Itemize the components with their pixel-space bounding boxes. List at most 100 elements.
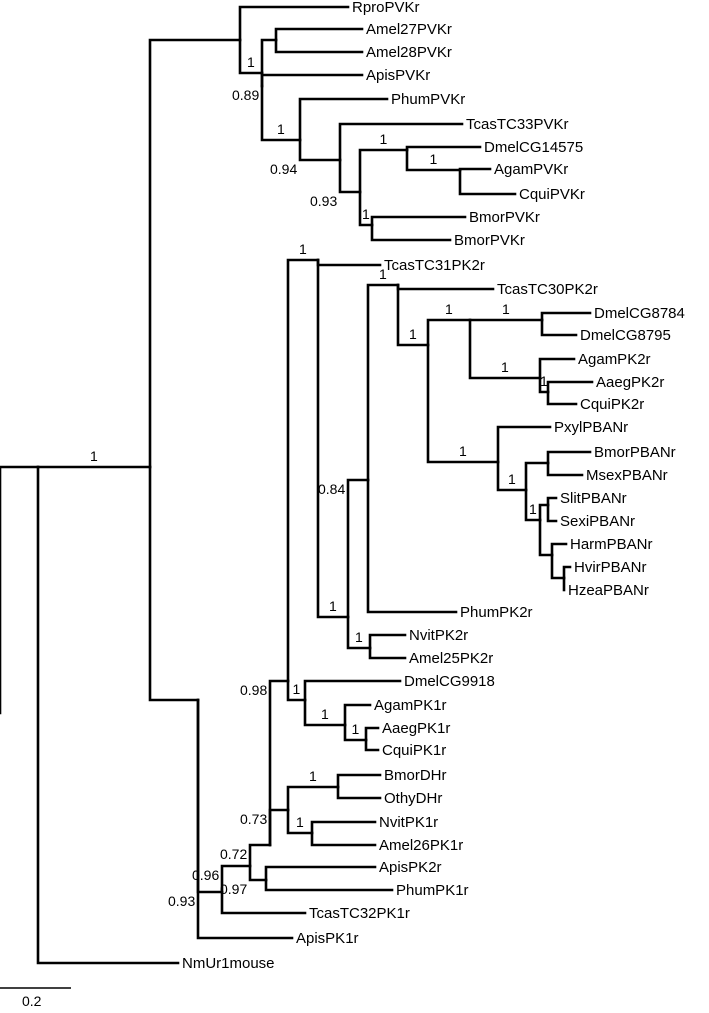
taxon-label-bmor-pvkr: BmorPVKr (469, 209, 540, 226)
taxon-label-msex-pbanr: MsexPBANr (586, 467, 668, 484)
branch-n1 (0, 465, 40, 715)
branch-phumpk1r (264, 878, 394, 892)
branch-bmorpvkr2 (370, 223, 452, 242)
support-value: 1 (309, 768, 317, 784)
branch-hym (346, 615, 372, 650)
support-value: 1 (459, 443, 467, 459)
branch-pvk4 (260, 84, 302, 142)
support-value: 0.94 (270, 161, 297, 177)
taxon-label-aaeg-pk1r: AaegPK1r (382, 720, 450, 737)
branch-helio2 (550, 553, 566, 580)
taxon-label-sexi-pbanr: SexiPBANr (560, 513, 635, 530)
branch-dmelcg14575 (405, 145, 482, 152)
taxon-label-amel27-pvkr: Amel27PVKr (366, 21, 452, 38)
branch-agampk1r (343, 703, 372, 727)
branch-rpropvkr (238, 5, 350, 42)
branch-pk_b (220, 864, 252, 894)
branch-apispk2r (264, 865, 377, 882)
support-value: 1 (299, 241, 307, 257)
branch-bm2 (524, 461, 550, 492)
branch-dmelcg8795 (540, 318, 578, 337)
support-value: 1 (329, 598, 337, 614)
branch-pk2_all (286, 258, 320, 683)
taxon-label-nm-ur1mouse: NmUr1mouse (182, 955, 275, 972)
taxon-label-cqui-pk1r: CquiPK1r (382, 742, 446, 759)
branch-tcastc30pk2r (396, 283, 495, 291)
branch-hvirpbanr (562, 565, 572, 580)
support-value: 1 (380, 131, 388, 147)
branch-helio (538, 518, 554, 557)
support-value: 0.89 (232, 87, 259, 103)
taxon-label-apis-pk2r: ApisPK2r (379, 859, 442, 876)
support-value: 1 (430, 151, 438, 167)
taxon-label-dmel-cg9918: DmelCG9918 (404, 673, 495, 690)
taxon-label-bmor-dhr: BmorDHr (384, 767, 447, 784)
support-value: 1 (508, 471, 516, 487)
branch-cquipk1r (364, 738, 380, 752)
branch-dip3 (286, 679, 307, 702)
branch-lep3 (286, 785, 340, 812)
branch-mos (405, 148, 462, 172)
taxon-label-tcas-tc30-pk2r: TcasTC30PK2r (497, 281, 598, 298)
support-value: 1 (529, 501, 537, 517)
taxon-label-slit-pbanr: SlitPBANr (560, 490, 627, 507)
branch-amel28pvkr (274, 38, 364, 54)
taxon-label-tcas-tc32-pk1r: TcasTC32PK1r (309, 905, 410, 922)
branch-mos3 (303, 698, 347, 727)
support-value: 1 (277, 121, 285, 137)
branch-nvitpk2r (368, 633, 407, 650)
branch-pvk6 (338, 158, 362, 194)
taxon-label-agam-pvkr: AgamPVKr (494, 161, 568, 178)
branch-dmelcg8784 (540, 311, 592, 322)
taxon-label-bmor-pbanr: BmorPBANr (594, 444, 676, 461)
branch-dip2 (426, 318, 472, 347)
taxon-label-cqui-pvkr: CquiPVKr (519, 186, 585, 203)
taxon-label-amel28-pvkr: Amel28PVKr (366, 44, 452, 61)
taxon-label-rpro-pvkr: RproPVKr (352, 0, 420, 16)
taxon-label-dmel-cg14575: DmelCG14575 (484, 139, 583, 156)
branch-cquipk2r (546, 390, 578, 406)
support-value: 1 (90, 448, 98, 464)
taxon-label-tcas-tc33-pvkr: TcasTC33PVKr (466, 116, 569, 133)
branch-aaegpk1r (364, 726, 380, 742)
branch-phumpvkr (298, 97, 389, 142)
branch-pk2_d (366, 283, 400, 482)
taxon-label-bmor-pvkr: BmorPVKr (454, 232, 525, 249)
support-value: 1 (362, 206, 370, 222)
taxon-label-agam-pk2r: AgamPK2r (578, 351, 651, 368)
branch-mos2 (468, 318, 542, 380)
branch-amel26pk1r (310, 831, 377, 847)
taxon-label-harm-pbanr: HarmPBANr (570, 536, 653, 553)
support-value: 0.84 (318, 481, 345, 497)
branch-tcastc32pk1r (220, 890, 307, 915)
branch-agampvkr (458, 167, 492, 172)
support-value: 1 (445, 301, 453, 317)
taxon-label-agam-pk1r: AgamPK1r (374, 697, 447, 714)
branch-amel25pk2r (368, 646, 407, 660)
branch-bmorpbanr (546, 450, 592, 465)
support-value: 1 (379, 266, 387, 282)
branch-amel27pvkr (274, 27, 364, 42)
support-value: 1 (355, 629, 363, 645)
taxon-label-amel26-pk1r: Amel26PK1r (379, 837, 463, 854)
branch-pvk (148, 38, 242, 469)
branch-apispvkr (260, 73, 364, 88)
branch-pvk2 (238, 38, 264, 75)
branch-aaegpk2r (546, 380, 594, 394)
support-value: 1 (293, 681, 301, 697)
taxon-label-phum-pk1r: PhumPK1r (396, 882, 469, 899)
branch-lep (426, 343, 500, 464)
branch-pk_a (196, 698, 224, 894)
support-value: 0.98 (240, 682, 267, 698)
branch-slitpbanr (546, 496, 558, 507)
support-value: 0.97 (220, 881, 247, 897)
branch-pk_d (268, 679, 290, 847)
branch-nvitpk1r (310, 820, 377, 835)
branch-tcastc31pk2r (316, 258, 382, 267)
branch-dip (358, 148, 409, 194)
support-value: 1 (247, 54, 255, 70)
support-value: 1 (540, 373, 548, 389)
branch-pk_e (268, 808, 290, 847)
taxon-label-apis-pvkr: ApisPVKr (366, 67, 430, 84)
